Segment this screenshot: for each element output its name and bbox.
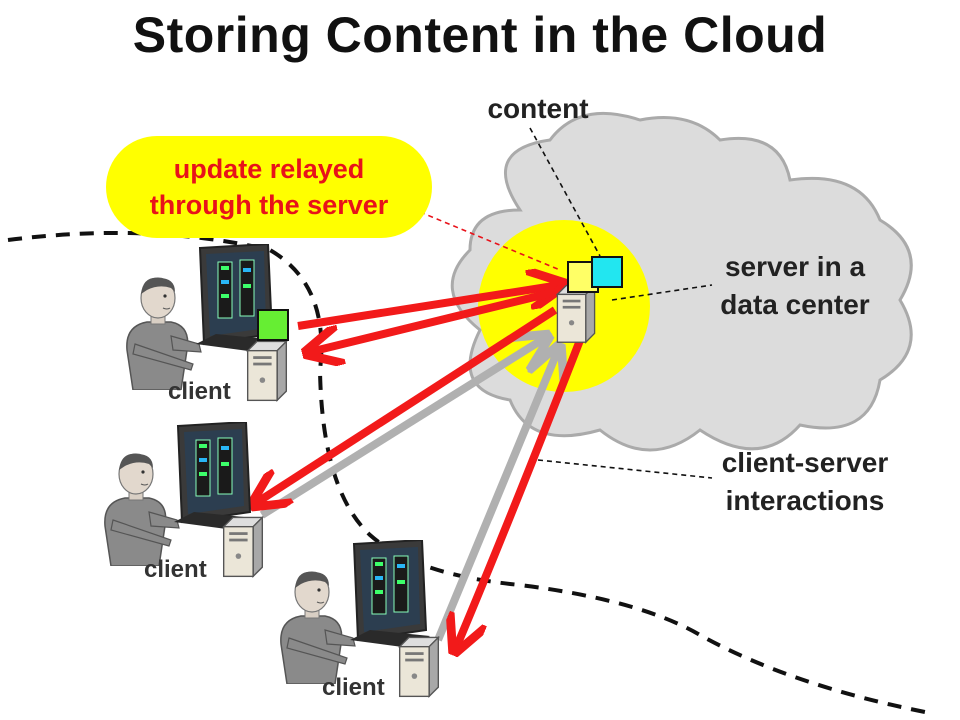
client-2-label: client [144,556,207,583]
client-1-tower [246,340,288,402]
client-1-person [125,276,202,390]
server-label: server in a data center [720,251,870,320]
content-label: content [487,93,589,124]
server-icon [556,284,596,343]
update-leader-line [419,211,561,271]
update-arrow-client1-to-server [297,285,560,330]
client-3-label: client [322,674,385,701]
client-2-tower [222,516,264,578]
interactions-leader-line [537,459,713,479]
interaction-arrow-client-2 [259,338,545,519]
client-3-person [280,570,356,684]
content-square-cyan [591,256,623,288]
client-2-person [103,452,180,566]
client-2-workstation [103,422,264,578]
server-leader-line [611,284,713,301]
page-title: Storing Content in the Cloud [132,7,828,63]
client-1-workstation [125,244,289,402]
client-3-tower [398,636,440,698]
interaction-arrow-client-3 [434,350,558,642]
content-leader-line [529,127,601,257]
update-arrow-server-to-client2 [256,306,558,503]
update-arrow-server-to-client1 [310,288,556,352]
client-3-workstation [280,540,440,698]
update-arrow-server-to-client3 [456,328,588,648]
content-square-green [257,309,289,341]
client-1-label: client [168,378,231,405]
client-3-monitor [350,540,430,649]
client-2-monitor [174,422,254,531]
update-relayed-bubble: update relayed through the server [106,136,432,238]
client-server-interactions-label: client-server interactions [721,447,889,516]
